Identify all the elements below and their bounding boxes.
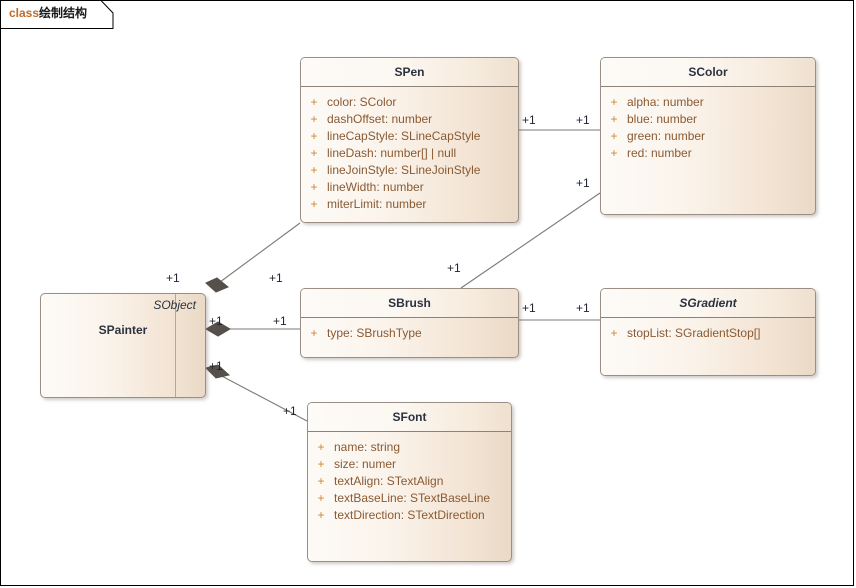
sfont-class-name: SFont: [308, 403, 511, 432]
sbrush-attribute-list: + type: SBrushType: [301, 318, 518, 348]
attribute-text: lineDash: number[] | null: [327, 146, 457, 160]
multiplicity-label: +1: [576, 176, 590, 190]
visibility-marker: +: [610, 129, 618, 143]
attribute-row: + red: number: [601, 145, 815, 162]
attribute-text: miterLimit: number: [327, 197, 427, 211]
diagram-title: class绘制结构: [9, 6, 87, 21]
attribute-row: + lineCapStyle: SLineCapStyle: [301, 128, 518, 145]
multiplicity-label: +1: [576, 301, 590, 315]
attribute-row: + textBaseLine: STextBaseLine: [308, 490, 511, 507]
attribute-row: + alpha: number: [601, 94, 815, 111]
multiplicity-label: +1: [166, 271, 180, 285]
attribute-row: + size: numer: [308, 456, 511, 473]
sbrush-class-name: SBrush: [301, 289, 518, 318]
class-box-sgradient[interactable]: SGradient + stopList: SGradientStop[]: [600, 288, 816, 376]
class-box-spainter[interactable]: SObject SPainter: [40, 293, 206, 398]
attribute-row: + blue: number: [601, 111, 815, 128]
visibility-marker: +: [610, 112, 618, 126]
attribute-text: textBaseLine: STextBaseLine: [334, 491, 491, 505]
spen-attribute-list: + color: SColor + dashOffset: number + l…: [301, 87, 518, 219]
diagram-frame-tab: class绘制结构: [0, 0, 114, 29]
visibility-marker: +: [610, 95, 618, 109]
attribute-row: + lineDash: number[] | null: [301, 145, 518, 162]
edge-painter-pen: [215, 222, 301, 286]
scolor-class-name: SColor: [601, 58, 815, 87]
attribute-row: + textDirection: STextDirection: [308, 507, 511, 524]
attribute-text: alpha: number: [627, 95, 704, 109]
visibility-marker: +: [317, 508, 325, 522]
visibility-marker: +: [310, 163, 318, 177]
multiplicity-label: +1: [283, 404, 297, 418]
diagram-title-keyword: class: [9, 6, 40, 20]
sgradient-attribute-list: + stopList: SGradientStop[]: [601, 318, 815, 348]
composition-diamond-pen: [205, 277, 229, 293]
visibility-marker: +: [317, 491, 325, 505]
attribute-text: lineCapStyle: SLineCapStyle: [327, 129, 481, 143]
attribute-row: + stopList: SGradientStop[]: [601, 325, 815, 342]
attribute-text: blue: number: [627, 112, 698, 126]
visibility-marker: +: [317, 457, 325, 471]
attribute-row: + lineWidth: number: [301, 179, 518, 196]
multiplicity-label: +1: [209, 359, 223, 373]
attribute-text: textAlign: STextAlign: [334, 474, 444, 488]
multiplicity-label: +1: [209, 314, 223, 328]
visibility-marker: +: [310, 146, 318, 160]
visibility-marker: +: [310, 129, 318, 143]
attribute-row: + dashOffset: number: [301, 111, 518, 128]
multiplicity-label: +1: [522, 113, 536, 127]
attribute-text: color: SColor: [327, 95, 397, 109]
scolor-attribute-list: + alpha: number + blue: number + green: …: [601, 87, 815, 168]
attribute-text: size: numer: [334, 457, 397, 471]
spen-class-name: SPen: [301, 58, 518, 87]
spainter-class-name: SPainter: [98, 323, 148, 337]
class-box-sfont[interactable]: SFont + name: string + size: numer + tex…: [307, 402, 512, 562]
attribute-row: + color: SColor: [301, 94, 518, 111]
attribute-row: + green: number: [601, 128, 815, 145]
attribute-text: name: string: [334, 440, 401, 454]
multiplicity-label: +1: [273, 314, 287, 328]
attribute-row: + name: string: [308, 439, 511, 456]
class-box-spen[interactable]: SPen + color: SColor + dashOffset: numbe…: [300, 57, 519, 223]
visibility-marker: +: [310, 112, 318, 126]
composition-diamond-font: [205, 364, 231, 379]
visibility-marker: +: [310, 326, 318, 340]
attribute-text: red: number: [627, 146, 692, 160]
spainter-stereotype: SObject: [153, 298, 196, 312]
class-box-scolor[interactable]: SColor + alpha: number + blue: number + …: [600, 57, 816, 215]
attribute-text: dashOffset: number: [327, 112, 433, 126]
sgradient-class-name: SGradient: [601, 289, 815, 318]
edge-brush-color: [460, 192, 601, 289]
multiplicity-label: +1: [447, 261, 461, 275]
diagram-title-name: 绘制结构: [39, 6, 88, 20]
attribute-text: green: number: [627, 129, 706, 143]
attribute-row: + miterLimit: number: [301, 196, 518, 213]
attribute-row: + type: SBrushType: [301, 325, 518, 342]
attribute-text: type: SBrushType: [327, 326, 422, 340]
visibility-marker: +: [610, 326, 618, 340]
attribute-text: lineWidth: number: [327, 180, 424, 194]
visibility-marker: +: [317, 474, 325, 488]
multiplicity-label: +1: [269, 271, 283, 285]
sfont-attribute-list: + name: string + size: numer + textAlign…: [308, 432, 511, 530]
attribute-text: textDirection: STextDirection: [334, 508, 485, 522]
attribute-row: + textAlign: STextAlign: [308, 473, 511, 490]
composition-diamond-brush: [205, 321, 231, 337]
attribute-row: + lineJoinStyle: SLineJoinStyle: [301, 162, 518, 179]
visibility-marker: +: [317, 440, 325, 454]
attribute-text: stopList: SGradientStop[]: [627, 326, 761, 340]
visibility-marker: +: [310, 95, 318, 109]
visibility-marker: +: [310, 180, 318, 194]
visibility-marker: +: [610, 146, 618, 160]
multiplicity-label: +1: [576, 113, 590, 127]
multiplicity-label: +1: [522, 301, 536, 315]
visibility-marker: +: [310, 197, 318, 211]
spainter-side-divider: [175, 294, 176, 397]
edge-painter-font: [215, 372, 308, 422]
class-box-sbrush[interactable]: SBrush + type: SBrushType: [300, 288, 519, 358]
attribute-text: lineJoinStyle: SLineJoinStyle: [327, 163, 481, 177]
